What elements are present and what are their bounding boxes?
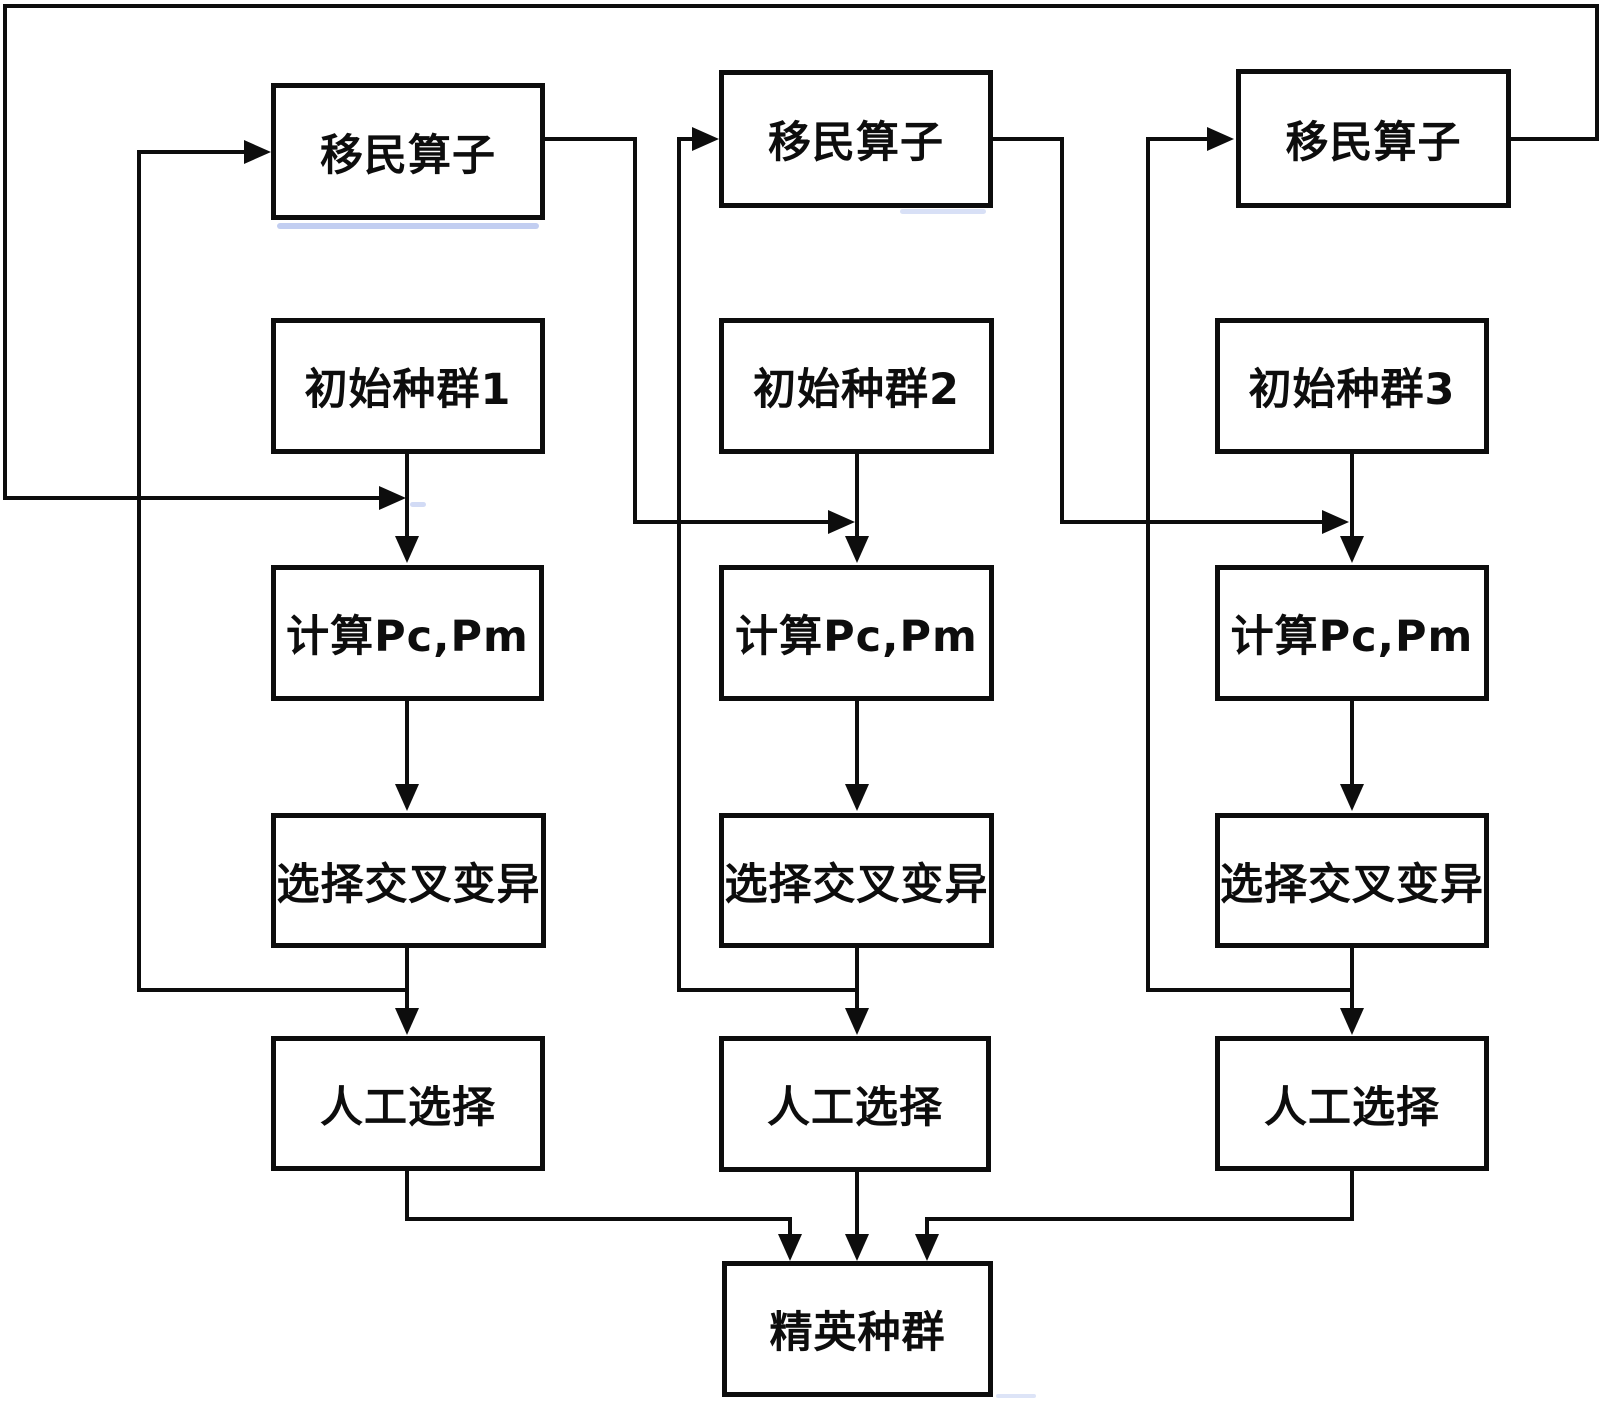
edge-m2-out-segment <box>993 137 1064 141</box>
edge-m2-c3-vertical-segment <box>1060 137 1064 524</box>
arrowhead-down-icon <box>915 1234 939 1261</box>
edge-i3-c3-segment <box>1350 452 1354 540</box>
arrowhead-down-icon <box>1340 784 1364 811</box>
edge-m1-c2-vertical-segment <box>633 137 637 524</box>
edge-feedback3-top-segment <box>1146 137 1208 141</box>
edge-c3-s3-segment <box>1350 699 1354 788</box>
arrowhead-right-icon <box>244 140 271 164</box>
edge-feedback3-bottom-segment <box>1146 988 1354 992</box>
edge-s1-a1-segment <box>405 946 409 1012</box>
node-elite-population: 精英种群 <box>722 1261 993 1397</box>
node-initial-population-1: 初始种群1 <box>271 318 545 454</box>
edge-outer-right-segment <box>1595 4 1599 141</box>
edge-a1-down-segment <box>405 1169 409 1221</box>
edge-a3-down-segment <box>1350 1169 1354 1221</box>
edge-a3-elite-segment <box>927 1217 1354 1221</box>
arrowhead-down-icon <box>1340 1008 1364 1035</box>
artifact-speck <box>900 209 986 214</box>
edge-outer-left-segment <box>3 4 7 500</box>
node-migration-operator-2: 移民算子 <box>719 70 993 208</box>
arrowhead-down-icon <box>395 536 419 563</box>
node-migration-operator-3: 移民算子 <box>1236 69 1511 208</box>
edge-i1-c1-segment <box>405 452 409 540</box>
edge-elite-left-drop-segment <box>788 1217 792 1239</box>
edge-feedback2-vertical-segment <box>677 137 681 992</box>
arrowhead-right-icon <box>379 486 406 510</box>
edge-feedback1-bottom-segment <box>137 988 409 992</box>
edge-m3-output-segment <box>1511 137 1599 141</box>
edge-feedback1-vertical-segment <box>137 150 141 992</box>
arrowhead-right-icon <box>692 127 719 151</box>
artifact-underline <box>277 223 539 229</box>
edge-elite-right-drop-segment <box>925 1217 929 1239</box>
arrowhead-down-icon <box>395 1008 419 1035</box>
edge-feedback2-top-segment <box>677 137 697 141</box>
edge-feedback2-bottom-segment <box>677 988 859 992</box>
node-migration-operator-1: 移民算子 <box>271 83 545 220</box>
arrowhead-right-icon <box>1322 510 1349 534</box>
arrowhead-down-icon <box>1340 536 1364 563</box>
arrowhead-right-icon <box>1207 127 1234 151</box>
edge-inject-col2-segment <box>633 520 830 524</box>
node-initial-population-3: 初始种群3 <box>1215 318 1489 454</box>
node-calc-pc-pm-1: 计算Pc,Pm <box>271 565 544 701</box>
arrowhead-down-icon <box>778 1234 802 1261</box>
edge-feedback3-vertical-segment <box>1146 137 1150 992</box>
node-selection-crossover-mutation-1: 选择交叉变异 <box>271 813 546 948</box>
edge-i2-c2-segment <box>855 452 859 540</box>
edge-s2-a2-segment <box>855 946 859 1012</box>
edge-c1-s1-segment <box>405 699 409 788</box>
node-calc-pc-pm-3: 计算Pc,Pm <box>1215 565 1489 701</box>
node-manual-selection-2: 人工选择 <box>719 1036 991 1172</box>
edge-c2-s2-segment <box>855 699 859 788</box>
edge-inject-col3-segment <box>1060 520 1322 524</box>
arrowhead-right-icon <box>828 510 855 534</box>
edge-a1-elite-segment <box>405 1217 792 1221</box>
node-selection-crossover-mutation-3: 选择交叉变异 <box>1215 813 1489 948</box>
edge-feedback1-top-segment <box>137 150 247 154</box>
arrowhead-down-icon <box>845 536 869 563</box>
node-manual-selection-3: 人工选择 <box>1215 1036 1489 1171</box>
edge-m1-out-segment <box>545 137 637 141</box>
node-manual-selection-1: 人工选择 <box>271 1036 545 1171</box>
node-initial-population-2: 初始种群2 <box>719 318 994 454</box>
arrowhead-down-icon <box>845 784 869 811</box>
artifact-speck <box>410 502 426 507</box>
arrowhead-down-icon <box>395 784 419 811</box>
arrowhead-down-icon <box>845 1234 869 1261</box>
edge-s3-a3-segment <box>1350 946 1354 1012</box>
edge-outer-top-segment <box>3 4 1599 8</box>
arrowhead-down-icon <box>845 1008 869 1035</box>
artifact-speck <box>996 1394 1036 1398</box>
node-selection-crossover-mutation-2: 选择交叉变异 <box>719 813 994 948</box>
edge-a2-elite-segment <box>855 1171 859 1237</box>
node-calc-pc-pm-2: 计算Pc,Pm <box>719 565 994 701</box>
edge-inject-col1-segment <box>3 496 381 500</box>
